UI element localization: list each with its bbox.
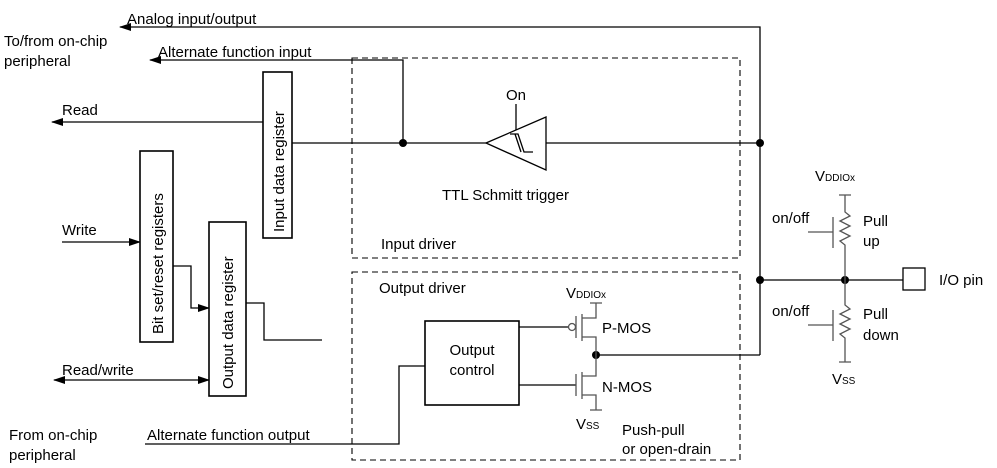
odr-output-wire: [246, 302, 322, 341]
read-write-label: Read/write: [62, 362, 134, 379]
output-control-block: [424, 320, 520, 406]
on-label: On: [506, 87, 526, 104]
from-peripheral-label: peripheral: [9, 447, 76, 464]
pull-down-label: down: [863, 327, 899, 344]
peripheral-label: peripheral: [4, 53, 71, 70]
output-driver-box: [351, 271, 741, 461]
read-label: Read: [62, 102, 98, 119]
junction-dot: [756, 139, 764, 147]
bit-set-reset-label: Bit set/reset registers: [150, 193, 167, 334]
alt-func-output-wire: [145, 365, 425, 445]
pull-up-label: Pull: [863, 213, 888, 230]
input-data-register-label: Input data register: [271, 111, 288, 232]
junction-dot: [756, 276, 764, 284]
from-peripheral-label: From on-chip: [9, 427, 97, 444]
analog-io-wire: [119, 23, 761, 355]
peripheral-label: To/from on-chip: [4, 33, 107, 50]
pull-down-label: Pull: [863, 306, 888, 323]
output-control-label: control: [449, 362, 494, 379]
output-data-register: [208, 221, 247, 397]
pull-down-resistor: [808, 280, 852, 363]
io-pin-label: I/O pin: [939, 272, 983, 289]
bit-set-reset-registers: [139, 150, 174, 343]
output-control-label: Output: [449, 342, 495, 359]
pull-up-resistor: [808, 194, 852, 280]
alt-func-output-label: Alternate function output: [147, 427, 310, 444]
pull-vddiox-label: VDDIOx: [815, 168, 855, 185]
output-data-register-label: Output data register: [220, 256, 237, 389]
nmos-label: N-MOS: [602, 379, 652, 396]
io-pin: [902, 267, 926, 291]
nmos-transistor: [575, 355, 602, 411]
bsrr-to-odr-wire: [173, 265, 210, 312]
input-driver-box: [351, 57, 741, 259]
nmos-vss-label: VSS: [576, 416, 600, 433]
push-pull-label: or open-drain: [622, 441, 711, 458]
push-pull-label: Push-pull: [622, 422, 685, 439]
pull-vss-label: VSS: [832, 371, 856, 388]
pull-down-on-off-label: on/off: [772, 303, 810, 320]
write-label: Write: [62, 222, 97, 239]
pull-up-on-off-label: on/off: [772, 210, 810, 227]
output-driver-label: Output driver: [379, 280, 466, 297]
pmos-transistor: [567, 302, 602, 355]
analog-io-label: Analog input/output: [127, 11, 257, 28]
junction-dot: [399, 139, 407, 147]
input-data-register: [262, 71, 293, 239]
alt-func-input-label: Alternate function input: [158, 44, 312, 61]
pmos-vddiox-label: VDDIOx: [566, 285, 606, 302]
schmitt-trigger-label: TTL Schmitt trigger: [442, 187, 569, 204]
pmos-label: P-MOS: [602, 320, 651, 337]
pull-up-label: up: [863, 233, 880, 250]
hysteresis-icon: [510, 133, 533, 153]
input-driver-label: Input driver: [381, 236, 456, 253]
alt-func-input-wire: [149, 56, 404, 143]
